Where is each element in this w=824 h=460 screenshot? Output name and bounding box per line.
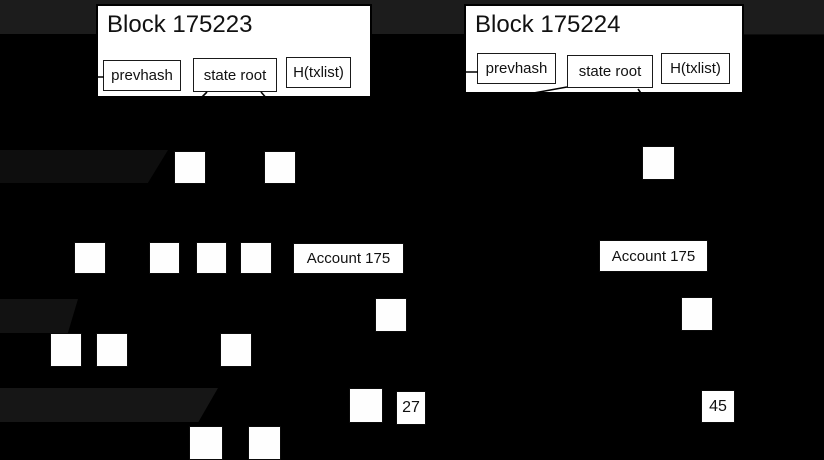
tree-node	[189, 426, 223, 460]
tree-node	[375, 298, 407, 332]
tree-node	[96, 333, 128, 367]
htxlist-label: H(txlist)	[670, 60, 721, 77]
shaded-region	[0, 299, 78, 333]
tree-node	[174, 151, 206, 184]
state-root-field: state root	[567, 55, 653, 88]
htxlist-field: H(txlist)	[286, 57, 351, 88]
prevhash-field: prevhash	[477, 53, 556, 84]
shaded-region	[0, 150, 168, 183]
state-root-label: state root	[578, 63, 642, 80]
state-root-field: state root	[193, 58, 277, 92]
tree-node	[149, 242, 180, 274]
tree-node	[240, 242, 272, 274]
tree-node	[349, 388, 383, 423]
htxlist-label: H(txlist)	[293, 64, 344, 81]
account-value-label: 27	[396, 391, 426, 425]
block-title: Block 175224	[475, 11, 621, 38]
tree-node	[681, 297, 713, 331]
tree-node	[220, 333, 252, 367]
prevhash-field: prevhash	[103, 60, 181, 91]
block-header-175223: Block 175223 prevhash state root H(txlis…	[96, 4, 372, 98]
account-label: Account 175	[293, 243, 404, 274]
state-root-label: state root	[203, 66, 267, 84]
tree-node	[248, 426, 281, 460]
tree-node	[196, 242, 227, 274]
tree-node	[50, 333, 82, 367]
htxlist-field: H(txlist)	[661, 53, 730, 84]
account-value-label: 45	[701, 390, 735, 423]
tree-node	[74, 242, 106, 274]
prevhash-label: prevhash	[485, 60, 548, 77]
account-label: Account 175	[599, 240, 708, 272]
shaded-region	[0, 388, 218, 422]
block-header-175224: Block 175224 prevhash state root H(txlis…	[464, 4, 744, 94]
prevhash-label: prevhash	[111, 67, 173, 84]
tree-node	[642, 146, 675, 180]
block-title: Block 175223	[107, 11, 253, 38]
tree-node	[264, 151, 296, 184]
